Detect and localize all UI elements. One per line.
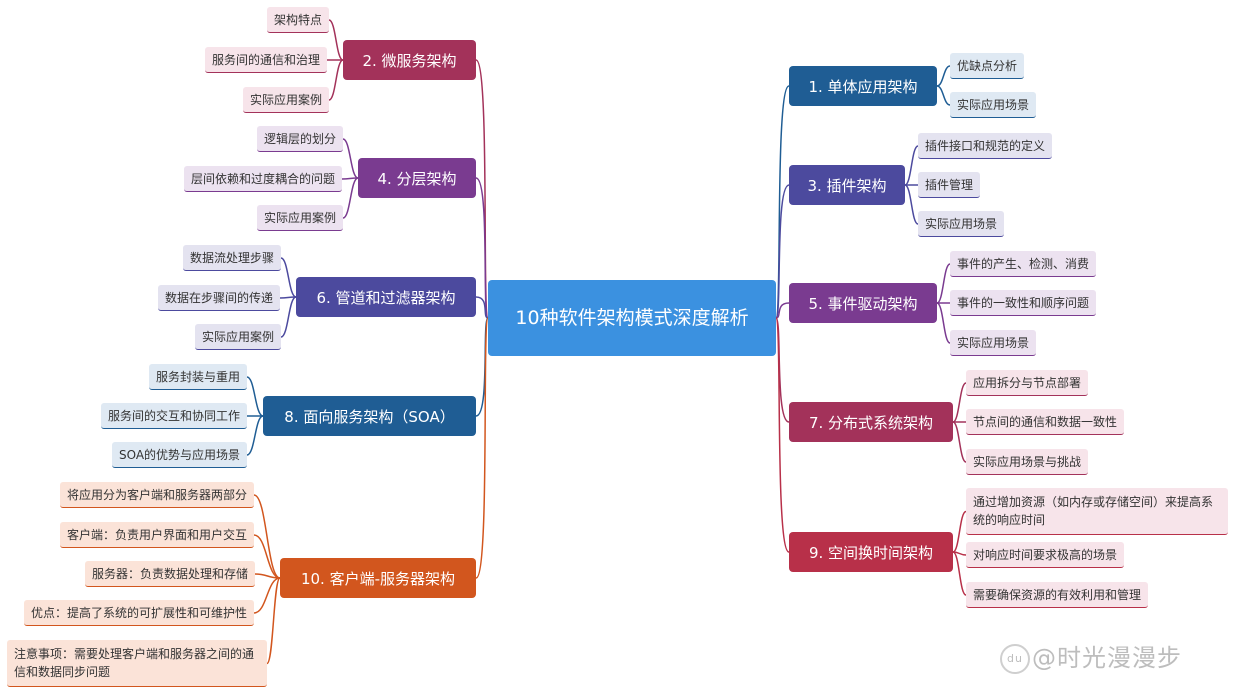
leaf-plugin-management[interactable]: 插件管理 [918,172,981,198]
leaf-event-lifecycle[interactable]: 事件的产生、检测、消费 [950,251,1097,277]
connector-root-spacetime [775,317,790,553]
connector-soa-2 [246,415,264,456]
branch-plugin[interactable]: 3. 插件架构 [789,165,905,205]
leaf-spacetime-resources[interactable]: 通过增加资源（如内存或存储空间）来提高系统的响应时间 [966,488,1228,535]
leaf-layered-cases[interactable]: 实际应用案例 [257,205,344,231]
connector-root-cs [475,317,489,579]
leaf-distributed-challenges[interactable]: 实际应用场景与挑战 [966,449,1089,475]
root-topic-label: 10种软件架构模式深度解析 [515,307,749,329]
connector-root-plugin [775,184,790,319]
branch-monolith[interactable]: 1. 单体应用架构 [789,66,937,106]
root-topic[interactable]: 10种软件架构模式深度解析 [488,280,776,356]
leaf-microservice-communication[interactable]: 服务间的通信和治理 [205,47,328,73]
connector-cs-3 [253,577,281,614]
leaf-layered-division[interactable]: 逻辑层的划分 [257,126,344,152]
leaf-event-consistency[interactable]: 事件的一致性和顺序问题 [950,290,1097,316]
connector-plugin-0 [904,145,919,186]
watermark-logo-icon: du [1000,644,1030,674]
connector-root-pipe [475,296,489,319]
leaf-spacetime-utilization[interactable]: 需要确保资源的有效利用和管理 [966,582,1149,608]
leaf-microservice-cases[interactable]: 实际应用案例 [243,87,330,113]
branch-event-driven[interactable]: 5. 事件驱动架构 [789,283,937,323]
connector-layered-0 [342,138,359,179]
leaf-soa-interaction[interactable]: 服务间的交互和协同工作 [101,403,248,429]
connector-root-event [775,302,790,319]
connector-distributed-2 [952,421,967,463]
leaf-spacetime-latency[interactable]: 对响应时间要求极高的场景 [966,542,1125,568]
branch-distributed[interactable]: 7. 分布式系统架构 [789,402,953,442]
leaf-pipe-cases[interactable]: 实际应用案例 [195,324,282,350]
branch-pipe-filter[interactable]: 6. 管道和过滤器架构 [296,277,476,317]
leaf-soa-advantages[interactable]: SOA的优势与应用场景 [112,442,248,468]
branch-soa[interactable]: 8. 面向服务架构（SOA） [263,396,476,436]
leaf-cs-notes[interactable]: 注意事项：需要处理客户端和服务器之间的通信和数据同步问题 [7,640,267,687]
connector-cs-1 [253,534,281,579]
leaf-soa-reuse[interactable]: 服务封装与重用 [149,364,248,390]
connector-layered-2 [342,177,359,219]
connector-microservice-2 [328,59,344,101]
leaf-cs-advantages[interactable]: 优点：提高了系统的可扩展性和可维护性 [24,600,255,626]
leaf-pipe-transfer[interactable]: 数据在步骤间的传递 [158,285,281,311]
leaf-distributed-consistency[interactable]: 节点间的通信和数据一致性 [966,409,1125,435]
connector-spacetime-2 [952,551,967,596]
connector-plugin-2 [904,184,919,225]
connector-distributed-0 [952,382,967,423]
watermark-text: @时光漫漫步 [1032,644,1182,672]
connector-soa-0 [246,376,264,417]
branch-layered[interactable]: 4. 分层架构 [358,158,476,198]
leaf-plugin-interface[interactable]: 插件接口和规范的定义 [918,133,1053,159]
connector-root-layered [475,177,489,319]
connector-event-0 [936,263,951,304]
branch-space-time[interactable]: 9. 空间换时间架构 [789,532,953,572]
leaf-layered-coupling[interactable]: 层间依赖和过度耦合的问题 [184,166,343,192]
connector-pipe-2 [280,296,297,338]
connector-spacetime-0 [952,510,967,553]
leaf-pipe-steps[interactable]: 数据流处理步骤 [183,245,282,271]
connector-monolith-1 [936,85,951,106]
leaf-plugin-scenarios[interactable]: 实际应用场景 [918,211,1005,237]
connector-event-2 [936,302,951,344]
leaf-monolith-scenarios[interactable]: 实际应用场景 [950,92,1037,118]
connector-monolith-0 [936,65,951,87]
leaf-cs-split[interactable]: 将应用分为客户端和服务器两部分 [60,482,255,508]
connector-cs-4 [266,577,281,665]
connector-pipe-0 [280,257,297,298]
leaf-monolith-analysis[interactable]: 优缺点分析 [950,53,1025,79]
leaf-distributed-deploy[interactable]: 应用拆分与节点部署 [966,370,1089,396]
connector-microservice-0 [328,19,344,61]
watermark: du@时光漫漫步 [1000,638,1182,674]
leaf-event-scenarios[interactable]: 实际应用场景 [950,330,1037,356]
branch-client-server[interactable]: 10. 客户端-服务器架构 [280,558,476,598]
leaf-cs-client[interactable]: 客户端：负责用户界面和用户交互 [60,522,255,548]
branch-microservice[interactable]: 2. 微服务架构 [343,40,476,80]
leaf-cs-server[interactable]: 服务器：负责数据处理和存储 [85,561,256,587]
connector-cs-0 [253,494,281,579]
leaf-microservice-features[interactable]: 架构特点 [267,7,330,33]
